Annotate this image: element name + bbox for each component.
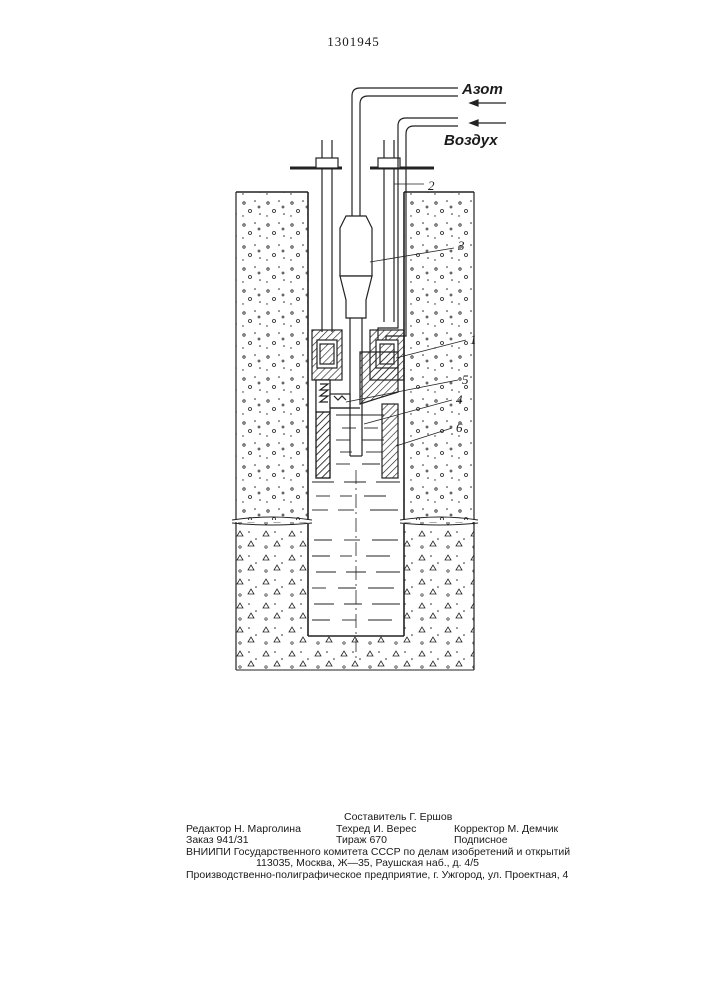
signed: Подписное	[454, 835, 508, 847]
nozzle-3	[340, 216, 372, 456]
callout-4: 4	[456, 392, 463, 407]
callout-3: 3	[457, 238, 465, 253]
callout-2: 2	[428, 178, 435, 193]
printer: Производственно-полиграфическое предприя…	[186, 870, 568, 882]
label-air: Воздух	[444, 132, 498, 149]
address: 113035, Москва, Ж—35, Раушская наб., д. …	[256, 858, 479, 870]
ground-lower	[236, 522, 474, 670]
circulation: Тираж 670	[336, 835, 454, 847]
compiler: Составитель Г. Ершов	[344, 812, 452, 824]
callout-5: 5	[462, 372, 469, 387]
label-nitrogen: Азот	[461, 81, 503, 98]
flow-arrows	[470, 100, 506, 126]
order: Заказ 941/31	[186, 835, 336, 847]
callout-1: 1	[470, 332, 477, 347]
imprint-block: Составитель Г. Ершов Редактор Н. Марголи…	[186, 812, 586, 881]
callout-6: 6	[456, 420, 463, 435]
